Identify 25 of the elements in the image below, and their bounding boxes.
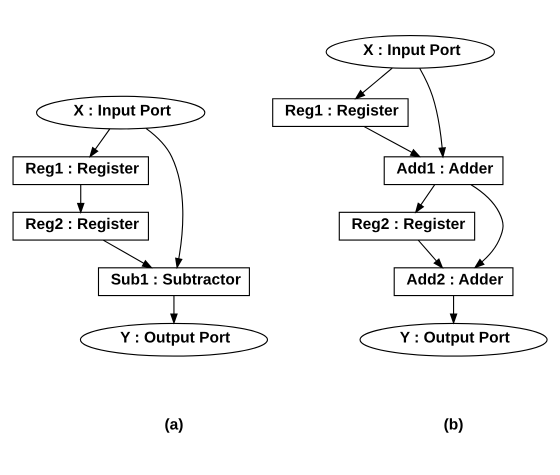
arrow (419, 68, 446, 158)
node-box: Add2 : Adder (394, 266, 514, 296)
arrow (103, 239, 154, 268)
arrow (470, 184, 504, 268)
arrow (89, 128, 110, 158)
node-box: Reg1 : Register (272, 98, 409, 127)
node-box: Reg1 : Register (12, 156, 149, 185)
arrow (450, 295, 458, 324)
node-ellipse: X : Input Port (36, 95, 206, 129)
arrow (76, 184, 85, 214)
arrow (364, 126, 422, 158)
node-box: Add1 : Adder (384, 156, 504, 185)
node-ellipse: Y : Output Port (360, 322, 548, 356)
label: (a) (164, 416, 184, 434)
arrow (354, 67, 393, 100)
node-box: Sub1 : Subtractor (98, 266, 250, 296)
arrow (170, 295, 178, 324)
arrow (418, 239, 444, 269)
arrow (146, 128, 184, 269)
node-ellipse: X : Input Port (326, 34, 495, 68)
arrow (414, 184, 436, 214)
node-box: Reg2 : Register (338, 211, 476, 240)
node-box: Reg2 : Register (12, 211, 149, 240)
label: (b) (444, 416, 464, 434)
node-ellipse: Y : Output Port (80, 322, 268, 356)
